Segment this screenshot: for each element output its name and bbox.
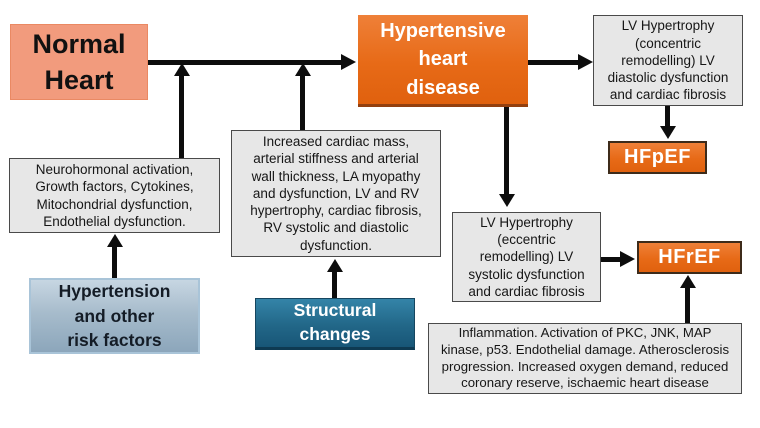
arrow-line-neurohormonal-to-pathway [179, 74, 184, 158]
node-inflammation: Inflammation. Activation of PKC, JNK, MA… [428, 323, 742, 394]
arrow-line-hypertensive-to-concentric [528, 60, 580, 65]
node-lv-hypertrophy-concentric: LV Hypertrophy (concentric remodelling) … [593, 15, 743, 106]
node-hypertensive-heart-disease: Hypertensive heart disease [358, 15, 528, 107]
node-structural-changes: Structural changes [255, 298, 415, 350]
node-hfref: HFrEF [637, 241, 742, 274]
arrow-head-hypertensive-to-eccentric [499, 194, 515, 207]
node-hypertension-risk-factors: Hypertension and other risk factors [29, 278, 200, 354]
node-normal-heart: Normal Heart [10, 24, 148, 100]
arrow-line-normal-to-hypertensive [148, 60, 342, 65]
arrow-line-eccentric-to-hfref [601, 257, 622, 262]
arrow-head-inflammation-to-hfref [680, 275, 696, 288]
arrow-head-hypertension-to-neurohormonal [107, 234, 123, 247]
arrow-line-inflammation-to-hfref [685, 287, 690, 323]
arrow-line-concentric-to-hfpef [665, 106, 670, 127]
node-increased-cardiac-mass: Increased cardiac mass, arterial stiffne… [231, 130, 441, 257]
arrow-head-eccentric-to-hfref [620, 251, 635, 267]
arrow-head-hypertensive-to-concentric [578, 54, 593, 70]
arrow-line-hypertension-to-neurohormonal [112, 246, 117, 278]
arrow-head-normal-to-hypertensive [341, 54, 356, 70]
node-lv-hypertrophy-eccentric: LV Hypertrophy (eccentric remodelling) L… [452, 212, 601, 302]
arrow-head-structural-to-increased-mass [327, 259, 343, 272]
arrow-head-increased-mass-to-pathway [295, 63, 311, 76]
node-neurohormonal-activation: Neurohormonal activation, Growth factors… [9, 158, 220, 233]
arrow-head-neurohormonal-to-pathway [174, 63, 190, 76]
arrow-line-structural-to-increased-mass [332, 271, 337, 298]
node-hfpef: HFpEF [608, 141, 707, 174]
arrow-line-increased-mass-to-pathway [300, 74, 305, 130]
arrow-head-concentric-to-hfpef [660, 126, 676, 139]
arrow-line-hypertensive-to-eccentric [504, 107, 509, 196]
